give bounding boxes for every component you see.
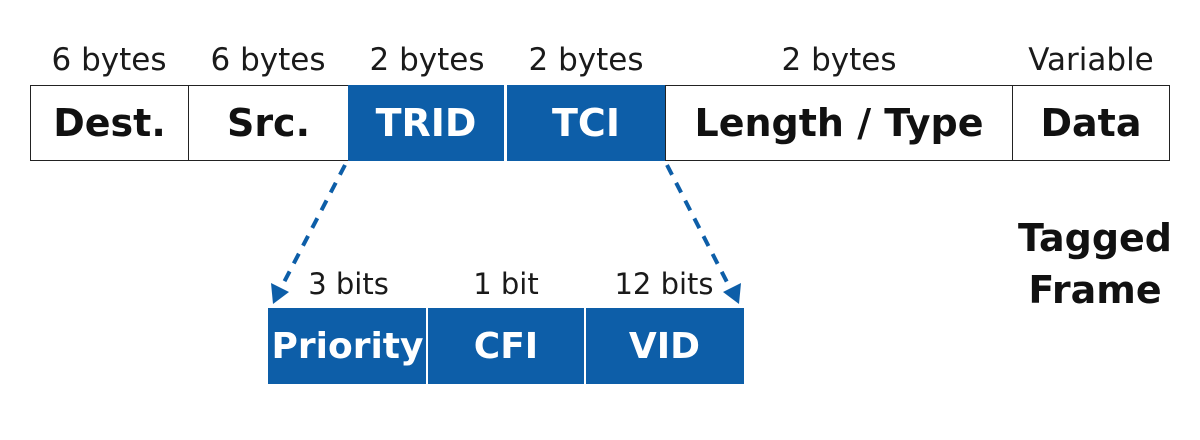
src-field: Src. bbox=[188, 85, 349, 161]
tci-field: TCI bbox=[507, 85, 665, 161]
length-type-size-label: 2 bytes bbox=[781, 42, 897, 78]
trid-field: TRID bbox=[348, 85, 504, 161]
tagged-frame-caption: Tagged Frame bbox=[990, 212, 1200, 316]
trid-size-label: 2 bytes bbox=[369, 42, 485, 78]
length-type-field: Length / Type bbox=[665, 85, 1013, 161]
dest-field-label: Dest. bbox=[53, 101, 166, 145]
cfi-field: CFI bbox=[427, 308, 585, 384]
caption-line-1: Tagged bbox=[1017, 216, 1173, 260]
priority-field-label: Priority bbox=[271, 325, 424, 367]
tci-field-label: TCI bbox=[552, 101, 620, 145]
vid-field-label: VID bbox=[628, 325, 701, 367]
tci-size-label: 2 bytes bbox=[528, 42, 644, 78]
data-size-label: Variable bbox=[1028, 42, 1154, 78]
data-field-label: Data bbox=[1040, 101, 1142, 145]
dest-size-label: 6 bytes bbox=[51, 42, 167, 78]
priority-field: Priority bbox=[268, 308, 427, 384]
right-arrowhead-icon bbox=[723, 283, 741, 304]
cfi-size-label: 1 bit bbox=[473, 267, 539, 301]
vid-field: VID bbox=[585, 308, 744, 384]
subfield-divider bbox=[584, 308, 586, 384]
src-size-label: 6 bytes bbox=[210, 42, 326, 78]
subfield-divider bbox=[426, 308, 428, 384]
vid-size-label: 12 bits bbox=[614, 267, 714, 301]
right-dashed-arrow-line bbox=[665, 164, 732, 289]
src-field-label: Src. bbox=[226, 101, 311, 145]
left-dashed-arrow-line bbox=[279, 164, 347, 289]
length-type-field-label: Length / Type bbox=[694, 101, 984, 145]
cfi-field-label: CFI bbox=[473, 325, 539, 367]
data-field: Data bbox=[1012, 85, 1170, 161]
caption-line-2: Frame bbox=[1028, 268, 1162, 312]
dest-field: Dest. bbox=[30, 85, 189, 161]
left-arrowhead-icon bbox=[271, 283, 289, 304]
trid-field-label: TRID bbox=[375, 101, 477, 145]
priority-size-label: 3 bits bbox=[308, 267, 389, 301]
